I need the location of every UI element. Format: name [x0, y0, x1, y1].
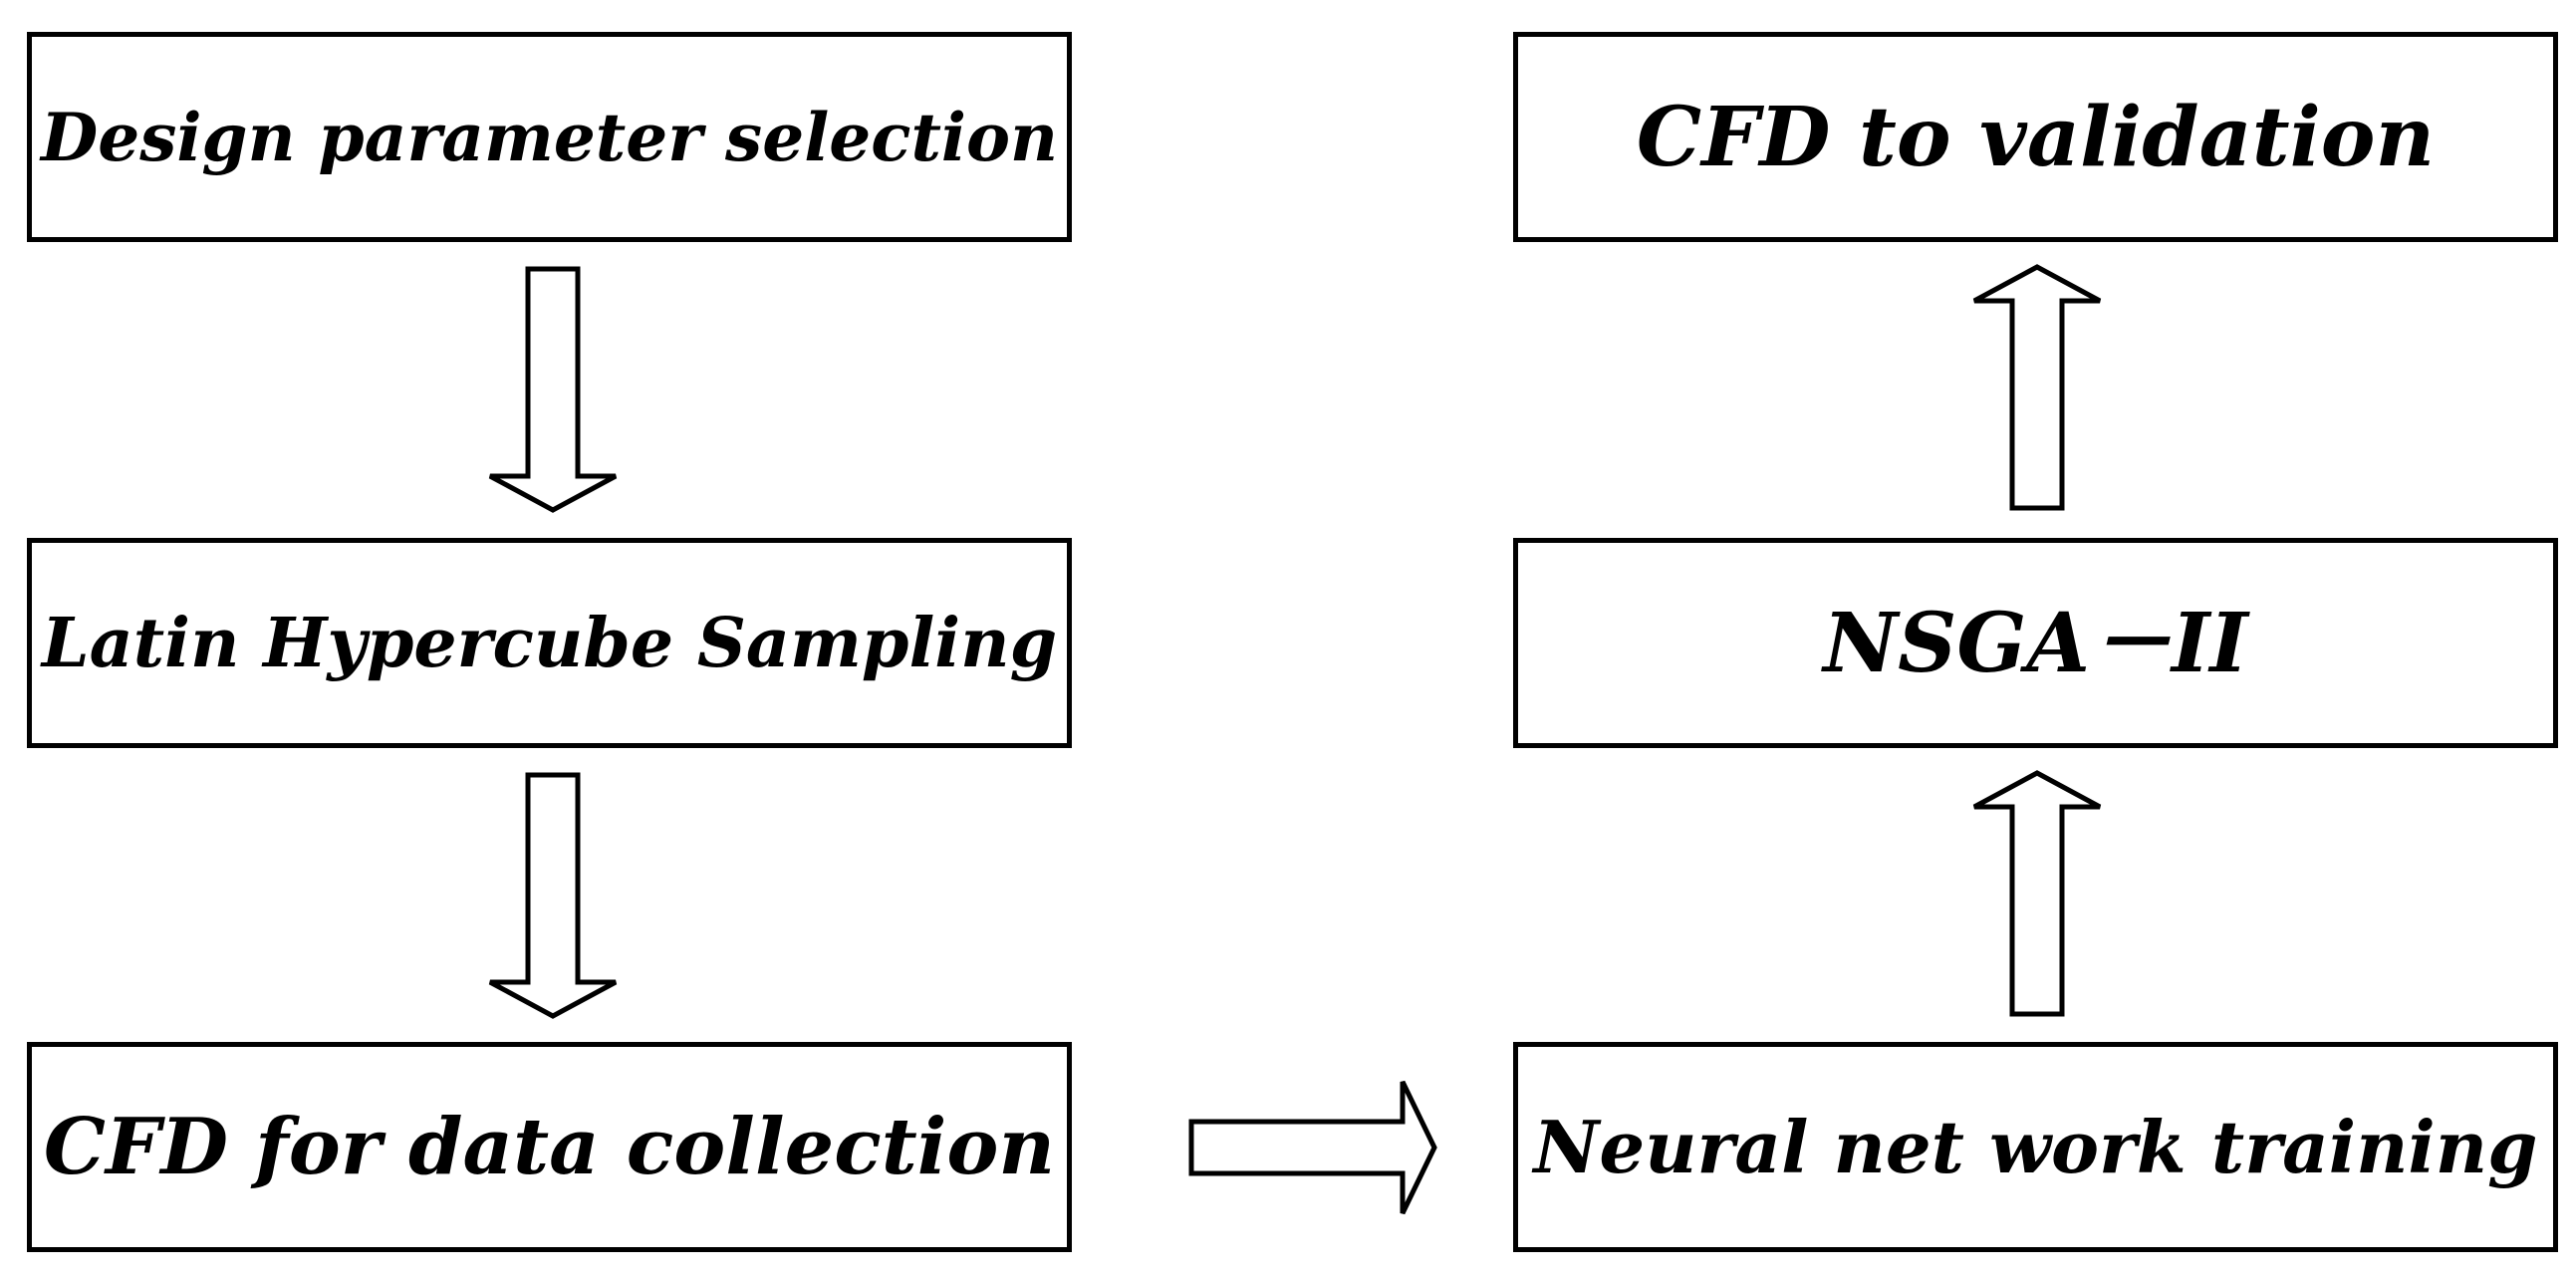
step-cfd-to-validation: CFD to validation: [1513, 32, 2558, 242]
step-label: Design parameter selection: [40, 98, 1059, 176]
step-neural-network-training: Neural net work training: [1513, 1042, 2558, 1252]
step-label: NSGA－II: [1823, 595, 2248, 691]
step-nsga-ii: NSGA－II: [1513, 538, 2558, 748]
step-label: Neural net work training: [1533, 1104, 2538, 1189]
step-label: Latin Hypercube Sampling: [41, 603, 1058, 683]
step-design-parameter-selection: Design parameter selection: [27, 32, 1072, 242]
step-label: CFD for data collection: [43, 1101, 1056, 1192]
arrow-lhs-to-cfd-collection: [488, 772, 618, 1019]
arrow-cfd-collection-to-neural-network: [1188, 1080, 1437, 1215]
arrow-neural-network-to-nsga: [1972, 770, 2102, 1017]
arrow-design-to-lhs: [488, 266, 618, 513]
step-cfd-for-data-collection: CFD for data collection: [27, 1042, 1072, 1252]
arrow-nsga-to-cfd-validation: [1972, 264, 2102, 511]
step-label: CFD to validation: [1636, 89, 2436, 185]
step-latin-hypercube-sampling: Latin Hypercube Sampling: [27, 538, 1072, 748]
